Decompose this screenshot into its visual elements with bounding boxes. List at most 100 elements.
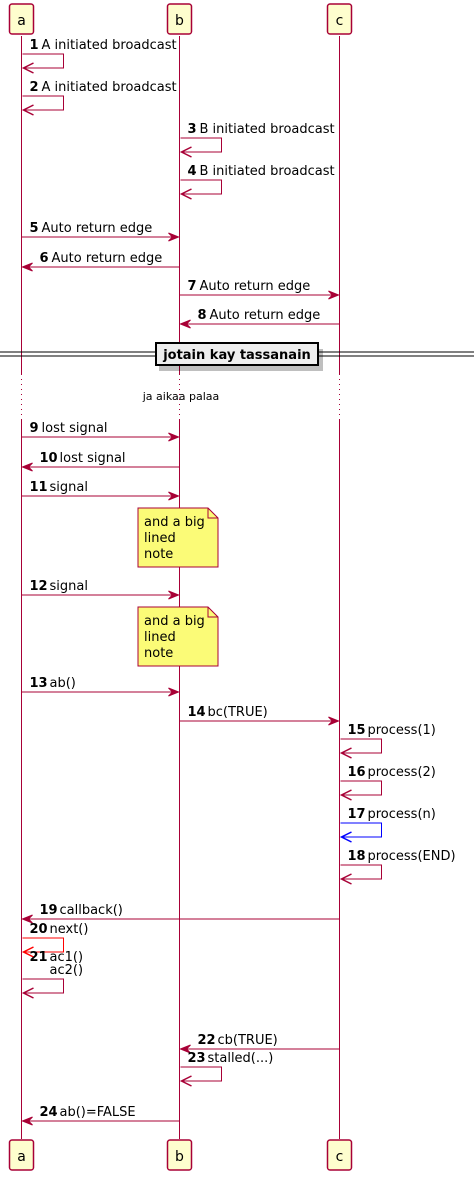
participant-b-top[interactable]: b: [166, 3, 193, 35]
message-number-6: 6: [40, 251, 49, 266]
arrowhead-22: [179, 1044, 191, 1054]
arrowhead-23: [179, 1075, 192, 1087]
note-line: and a big: [144, 515, 205, 530]
divider-label: jotain kay tassanain: [162, 348, 311, 363]
message-label-3: B initiated broadcast: [200, 122, 335, 137]
message-number-20: 20: [30, 922, 48, 937]
message-label-23: stalled(...): [208, 1051, 274, 1066]
participant-a-bottom[interactable]: a: [8, 1139, 35, 1171]
self-arrow-4: [180, 179, 222, 195]
self-arrow-16: [340, 780, 382, 796]
arrowhead-5: [168, 232, 180, 242]
message-number-2: 2: [30, 80, 39, 95]
message-label-6: Auto return edge: [52, 251, 163, 266]
message-label-17: process(n): [368, 807, 436, 822]
message-number-23: 23: [188, 1051, 206, 1066]
arrowhead-16: [339, 789, 352, 801]
note-line: note: [144, 547, 173, 562]
arrowhead-3: [179, 146, 192, 158]
message-label-10: lost signal: [60, 451, 126, 466]
arrowhead-15: [339, 747, 352, 759]
arrowhead-24: [21, 1116, 33, 1126]
message-label-15: process(1): [368, 723, 436, 738]
participant-label-c-bottom: c: [336, 1149, 344, 1165]
self-arrow-3: [180, 137, 222, 153]
message-number-21: 21: [30, 950, 48, 965]
message-number-10: 10: [40, 451, 58, 466]
participant-label-a-top: a: [17, 13, 26, 29]
participant-label-b-bottom: b: [175, 1149, 184, 1165]
message-number-1: 1: [30, 38, 39, 53]
message-number-12: 12: [30, 579, 48, 594]
note-box: [137, 507, 219, 568]
divider-box: [155, 342, 319, 366]
arrowhead-8: [179, 319, 191, 329]
arrowhead-14: [328, 716, 340, 726]
arrowhead-4: [179, 188, 192, 200]
message-number-24: 24: [40, 1105, 58, 1120]
self-arrow-20: [22, 937, 64, 953]
arrowhead-9: [168, 432, 180, 442]
self-arrow-2: [22, 95, 64, 111]
arrowhead-10: [21, 462, 33, 472]
arrowhead-12: [168, 590, 180, 600]
note-box: [137, 606, 219, 667]
message-number-22: 22: [198, 1033, 216, 1048]
message-label-21-1: ac2(): [50, 963, 84, 978]
message-label-19: callback(): [60, 903, 123, 918]
participant-c-top[interactable]: c: [326, 3, 353, 35]
message-number-13: 13: [30, 676, 48, 691]
self-arrow-1: [22, 53, 64, 69]
self-arrow-21: [22, 978, 64, 994]
delay-label: ja aikaa palaa: [142, 390, 220, 403]
self-arrow-17: [340, 822, 382, 838]
participant-c-bottom[interactable]: c: [326, 1139, 353, 1171]
divider: jotain kay tassanain: [0, 342, 474, 371]
note-line: note: [144, 646, 173, 661]
message-label-12: signal: [50, 579, 88, 594]
message-label-20: next(): [50, 922, 89, 937]
message-number-18: 18: [348, 849, 366, 864]
message-label-11: signal: [50, 480, 88, 495]
participant-label-b-top: b: [175, 13, 184, 29]
participant-b-bottom[interactable]: b: [166, 1139, 193, 1171]
message-label-16: process(2): [368, 765, 436, 780]
message-number-16: 16: [348, 765, 366, 780]
arrowhead-17: [339, 831, 352, 843]
participant-a-top[interactable]: a: [8, 3, 35, 35]
arrowhead-19: [21, 914, 33, 924]
delay-mask: [0, 374, 474, 420]
message-label-22: cb(TRUE): [218, 1033, 278, 1048]
message-number-3: 3: [188, 122, 197, 137]
message-number-8: 8: [198, 308, 207, 323]
arrowhead-1: [21, 62, 34, 74]
lifelines: [21, 36, 340, 1139]
